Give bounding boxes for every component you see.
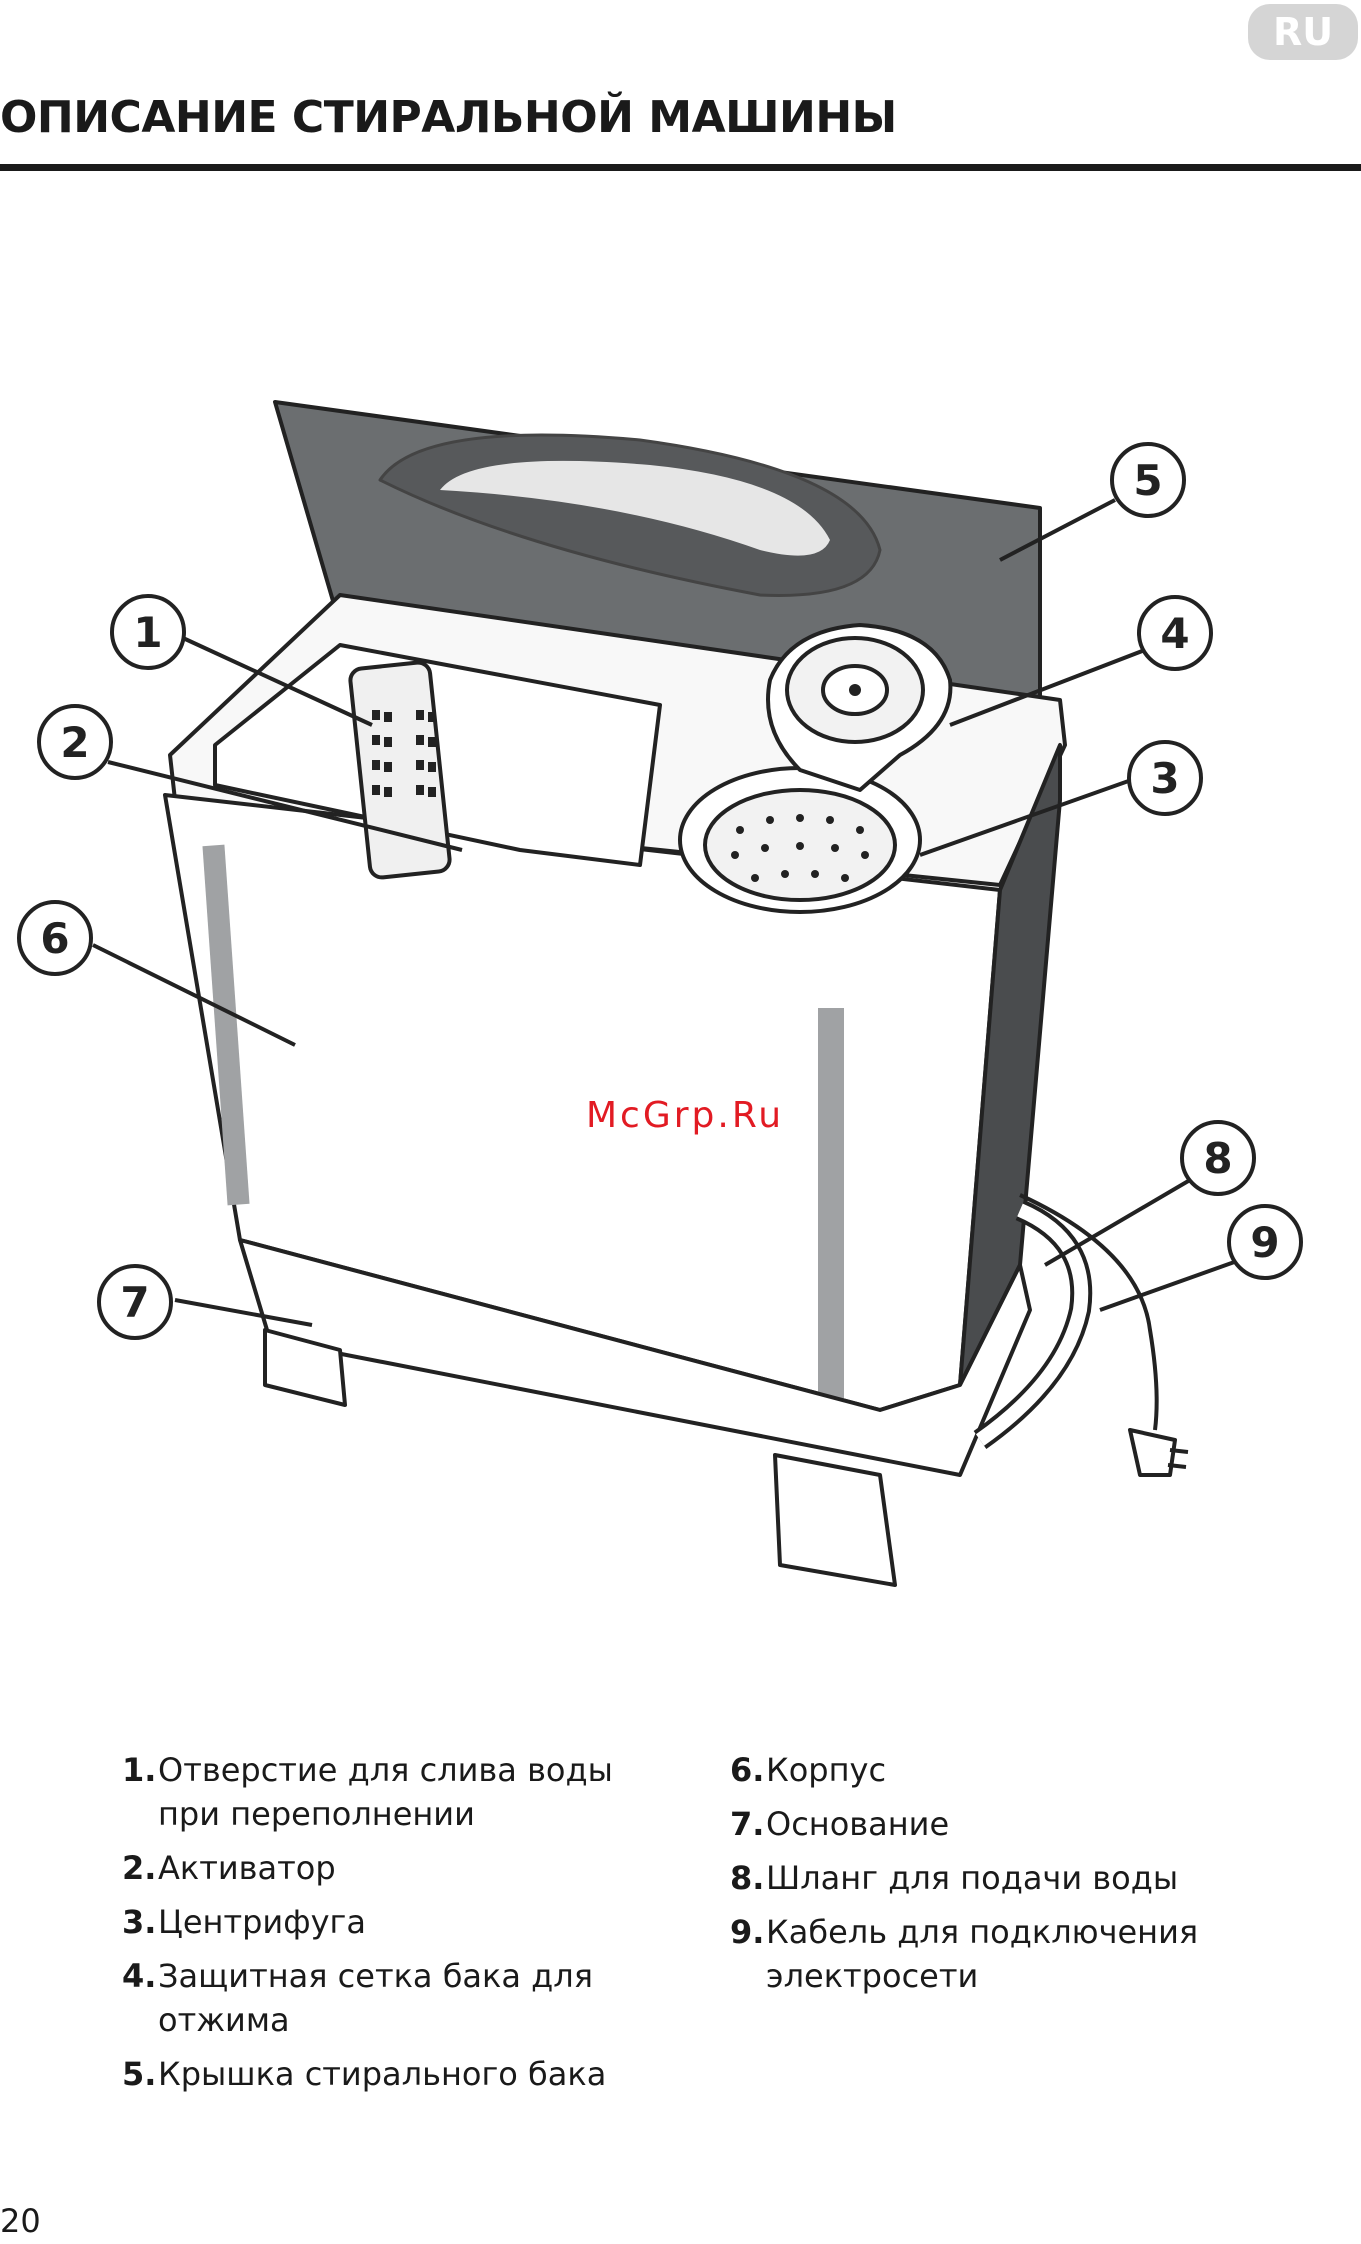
legend-number: 5.: [122, 2052, 158, 2096]
legend-item: 2. Активатор: [122, 1846, 682, 1890]
legend-item: 1. Отверстие для слива воды при переполн…: [122, 1748, 682, 1836]
legend-text: Центрифуга: [158, 1900, 682, 1944]
page-number: 20: [0, 2202, 41, 2240]
legend-item: 6. Корпус: [730, 1748, 1250, 1792]
legend-number: 3.: [122, 1900, 158, 1944]
legend-number: 8.: [730, 1856, 766, 1900]
legend-text: Шланг для подачи воды: [766, 1856, 1250, 1900]
callout-1: 1: [133, 608, 162, 657]
watermark: McGrp.Ru: [586, 1095, 784, 1136]
callout-6: 6: [40, 914, 69, 963]
legend-right: 6. Корпус 7. Основание 8. Шланг для пода…: [730, 1748, 1250, 2008]
callout-7: 7: [120, 1278, 149, 1327]
callout-4: 4: [1160, 609, 1189, 658]
title-rule: [0, 164, 1361, 171]
legend-number: 1.: [122, 1748, 158, 1836]
legend-number: 9.: [730, 1910, 766, 1998]
legend-item: 8. Шланг для подачи воды: [730, 1856, 1250, 1900]
legend-text: Кабель для подключения электросети: [766, 1910, 1250, 1998]
legend-item: 3. Центрифуга: [122, 1900, 682, 1944]
legend-item: 9. Кабель для подключения электросети: [730, 1910, 1250, 1998]
legend-text: Основание: [766, 1802, 1250, 1846]
callout-9: 9: [1250, 1218, 1279, 1267]
legend-item: 4. Защитная сетка бака для отжима: [122, 1954, 682, 2042]
legend-item: 7. Основание: [730, 1802, 1250, 1846]
legend-number: 4.: [122, 1954, 158, 2042]
legend-item: 5. Крышка стирального бака: [122, 2052, 682, 2096]
language-badge: RU: [1248, 4, 1358, 60]
washing-machine-diagram: 1 2 3 4 5 6 7 8 9: [0, 380, 1361, 1630]
legend-text: Корпус: [766, 1748, 1250, 1792]
legend-text: Крышка стирального бака: [158, 2052, 682, 2096]
legend-text: Защитная сетка бака для отжима: [158, 1954, 682, 2042]
legend-left: 1. Отверстие для слива воды при переполн…: [122, 1748, 682, 2106]
foot-right: [775, 1455, 895, 1585]
page-title: ОПИСАНИЕ СТИРАЛЬНОЙ МАШИНЫ: [0, 92, 897, 143]
callout-8: 8: [1203, 1134, 1232, 1183]
legend-text: Активатор: [158, 1846, 682, 1890]
callout-5: 5: [1133, 456, 1162, 505]
legend-number: 6.: [730, 1748, 766, 1792]
power-plug: [1130, 1430, 1175, 1475]
legend-number: 7.: [730, 1802, 766, 1846]
callout-3: 3: [1150, 754, 1179, 803]
legend-text: Отверстие для слива воды при переполнени…: [158, 1748, 682, 1836]
callout-2: 2: [60, 718, 89, 767]
legend-number: 2.: [122, 1846, 158, 1890]
